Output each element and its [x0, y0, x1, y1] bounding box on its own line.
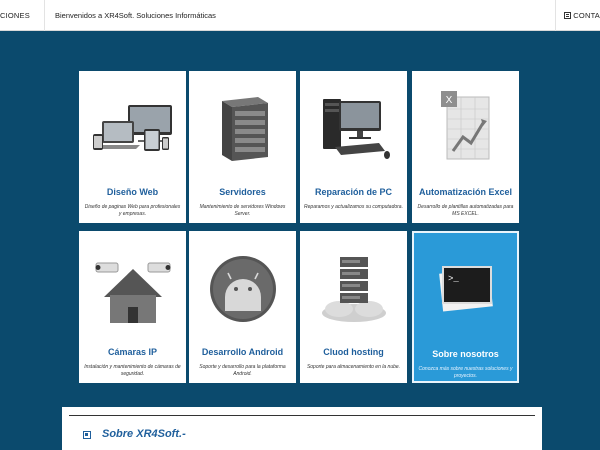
about-heading: Sobre XR4Soft.-: [102, 428, 186, 440]
card-title: Cámaras IP: [107, 347, 158, 357]
welcome-text: Bienvenidos a XR4Soft. Soluciones Inform…: [55, 11, 216, 20]
card-title: Servidores: [219, 187, 266, 197]
service-card-web-design[interactable]: Diseño Web Diseño de paginas Web para pr…: [79, 71, 186, 223]
card-title: Diseño Web: [106, 187, 159, 197]
service-card-excel[interactable]: X Automatización Excel Desarrollo de pla…: [412, 71, 519, 223]
service-card-servers[interactable]: Servidores Mantenimiento de servidores W…: [189, 71, 296, 223]
card-title: Reparación de PC: [314, 187, 393, 197]
card-description: Soporte para almacenamiento en la nube.: [306, 364, 401, 370]
excel-chart-icon: X: [412, 79, 519, 181]
card-title: Cluod hosting: [323, 347, 384, 357]
service-card-about-us[interactable]: >_ Sobre nosotros Conozca más sobre nues…: [412, 231, 519, 383]
svg-text:>_: >_: [448, 274, 459, 284]
nav-menu-contact[interactable]: CONTA: [555, 0, 600, 31]
card-description: Mantenimiento de servidores Windows Serv…: [199, 204, 286, 217]
service-card-ip-cameras[interactable]: Cámaras IP Instalación y mantenimiento d…: [79, 231, 186, 383]
card-title: Desarrollo Android: [201, 347, 284, 357]
card-description: Diseño de paginas Web para profesionales…: [84, 204, 181, 217]
info-box-icon: [83, 431, 91, 439]
desktop-pc-icon: [300, 79, 407, 181]
top-navbar: CIONES Bienvenidos a XR4Soft. Soluciones…: [0, 0, 600, 31]
card-description: Desarrollo de plantillas automatizadas p…: [417, 204, 514, 217]
card-description: Reparamos y actualizamos su computadora.: [304, 204, 403, 210]
service-card-cloud-hosting[interactable]: Cluod hosting Soporte para almacenamient…: [300, 231, 407, 383]
service-card-android[interactable]: Desarrollo Android Soporte y desarrollo …: [189, 231, 296, 383]
svg-text:X: X: [445, 95, 452, 106]
card-description: Soporte y desarrollo para la plataforma …: [199, 364, 286, 377]
terminal-icon: >_: [414, 241, 517, 343]
about-section: Sobre XR4Soft.-: [62, 407, 542, 450]
card-description: Instalación y mantenimiento de cámaras d…: [84, 364, 181, 377]
card-title: Sobre nosotros: [432, 349, 499, 359]
nav-menu-solutions[interactable]: CIONES: [0, 0, 45, 31]
contact-card-icon: [564, 12, 572, 19]
card-description: Conozca más sobre nuestras soluciones y …: [418, 366, 513, 379]
cloud-hosting-icon: [300, 239, 407, 341]
service-card-pc-repair[interactable]: Reparación de PC Reparamos y actualizamo…: [300, 71, 407, 223]
android-icon: [189, 239, 296, 341]
ip-camera-house-icon: [79, 239, 186, 341]
section-divider: [69, 415, 535, 416]
server-rack-icon: [189, 79, 296, 181]
card-title: Automatización Excel: [418, 187, 513, 197]
web-design-devices-icon: [79, 79, 186, 181]
nav-contact-label: CONTA: [573, 11, 600, 20]
